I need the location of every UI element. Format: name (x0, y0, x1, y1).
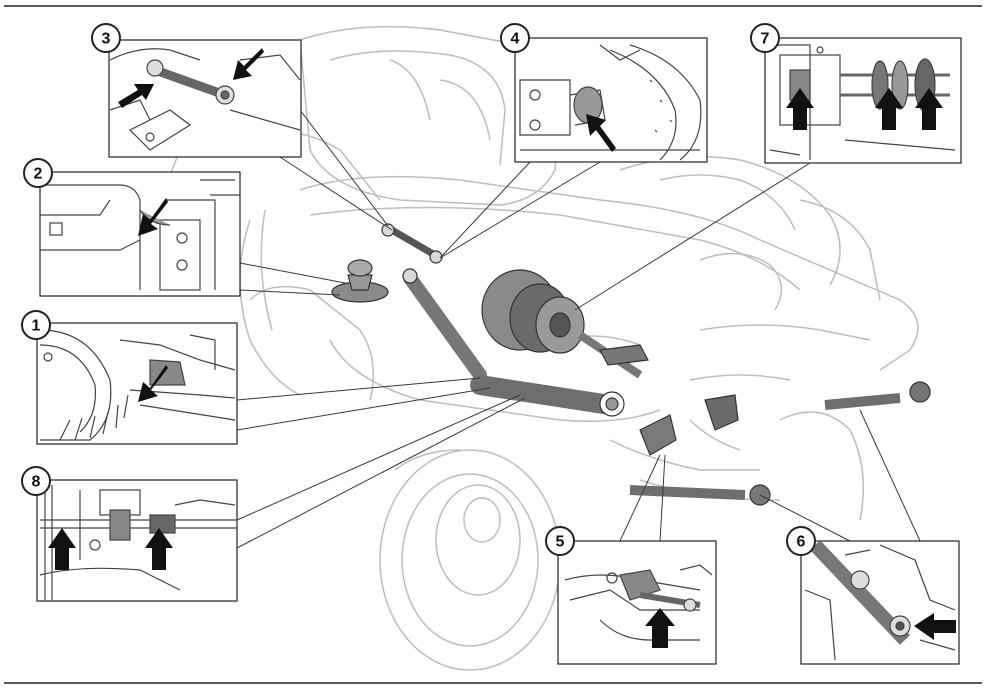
callout-number-2-label: 2 (34, 166, 43, 183)
pointer-arrow (145, 528, 173, 570)
callout-box-8 (36, 479, 238, 602)
callout-box-1 (36, 322, 238, 445)
callout-box-3 (108, 39, 302, 158)
pointer-arrow (645, 608, 675, 648)
callout-number-5-label: 5 (556, 534, 565, 551)
callout-number-1: 1 (21, 310, 51, 340)
pointer-arrow (138, 365, 168, 402)
drive-parts (331, 222, 931, 506)
detail-drawing-5 (564, 564, 713, 641)
callout-box-7 (764, 37, 962, 164)
pointer-arrow (586, 114, 616, 152)
callout-number-1-label: 1 (32, 318, 41, 335)
callout-number-3: 3 (91, 23, 121, 53)
callout-number-6-label: 6 (797, 534, 806, 551)
detail-drawing-8 (39, 485, 237, 600)
callout-box-6 (800, 540, 960, 665)
pointer-arrow (914, 613, 956, 640)
callout-number-3-label: 3 (102, 31, 111, 48)
callout-number-7-label: 7 (761, 31, 770, 48)
pointer-arrow (915, 88, 943, 130)
callout-box-4 (514, 37, 708, 163)
pointer-arrow (118, 84, 154, 108)
detail-drawing-6 (804, 541, 956, 661)
callout-number-6: 6 (786, 526, 816, 556)
pointer-arrow (138, 198, 168, 236)
callout-number-8-label: 8 (32, 474, 41, 491)
pointer-arrow (786, 88, 814, 130)
callout-box-5 (557, 540, 717, 665)
pointer-arrow (875, 88, 903, 130)
detail-drawing-4 (519, 44, 702, 161)
callout-number-4: 4 (500, 23, 530, 53)
detail-drawing-3 (109, 48, 301, 151)
callout-number-8: 8 (21, 466, 51, 496)
callout-number-5: 5 (545, 526, 575, 556)
callout-number-2: 2 (23, 158, 53, 188)
callout-number-4-label: 4 (511, 31, 520, 48)
callout-box-2 (39, 171, 241, 297)
leader-lines (236, 109, 921, 549)
pointer-arrow (233, 48, 264, 80)
callout-number-7: 7 (750, 23, 780, 53)
pointer-arrow (48, 528, 76, 570)
